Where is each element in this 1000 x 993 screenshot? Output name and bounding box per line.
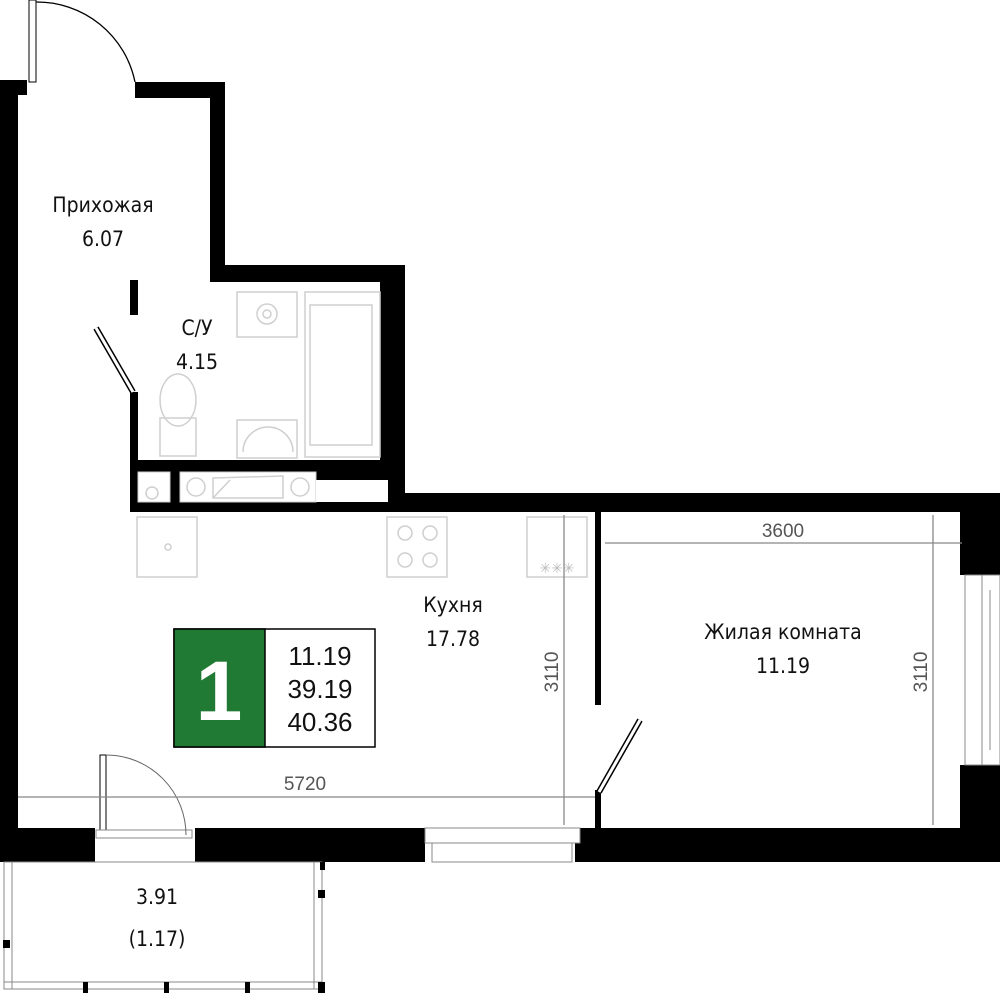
bathroom-area: 4.15 xyxy=(176,350,218,374)
window-living-room xyxy=(964,574,1000,766)
rooms-count: 1 xyxy=(196,644,243,738)
living-room-area: 11.19 xyxy=(756,654,810,678)
bathroom-fixtures xyxy=(159,291,381,459)
living-room-name: Жилая комната xyxy=(704,620,861,644)
apartment-legend: 1 11.19 39.19 40.36 xyxy=(173,628,376,748)
balcony-door[interactable] xyxy=(95,754,193,839)
kitchen-fixtures: ✳✳✳ xyxy=(136,516,588,578)
window-kitchen xyxy=(424,827,581,863)
balcony-area: 3.91 xyxy=(136,885,178,909)
dimension-room-width: 3600 xyxy=(762,521,804,542)
hallway-name: Прихожая xyxy=(52,193,153,217)
kitchen-area: 17.78 xyxy=(426,627,480,651)
bathroom-door[interactable] xyxy=(93,326,136,394)
kitchen-name: Кухня xyxy=(423,593,482,617)
dimension-lines xyxy=(18,515,962,825)
dimension-room-depth: 3110 xyxy=(911,652,932,693)
balcony xyxy=(3,861,325,993)
bathroom-name: С/У xyxy=(181,316,213,340)
entrance-door[interactable] xyxy=(28,0,136,83)
balcony-reduced-area: (1.17) xyxy=(129,927,186,951)
hallway-area: 6.07 xyxy=(82,227,124,251)
total-area: 40.36 xyxy=(287,707,352,737)
dimension-kitchen-depth: 3110 xyxy=(542,652,563,693)
living-area: 11.19 xyxy=(288,641,351,671)
dimension-kitchen-width: 5720 xyxy=(284,774,326,795)
room-door[interactable] xyxy=(596,718,643,794)
area-without-balcony: 39.19 xyxy=(287,674,352,704)
svg-text:✳✳✳: ✳✳✳ xyxy=(539,561,574,577)
